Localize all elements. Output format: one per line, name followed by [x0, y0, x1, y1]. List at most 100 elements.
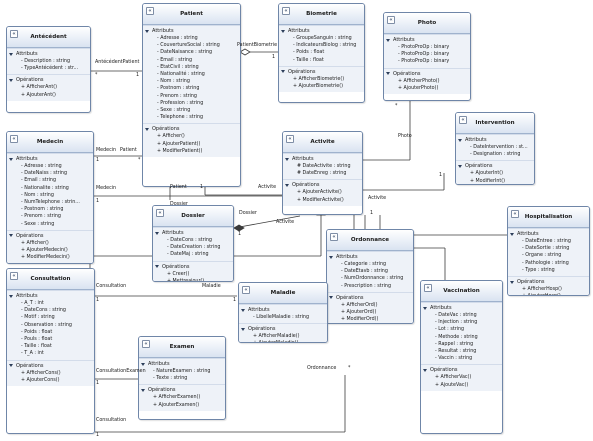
- attributes-label: Attributs: [517, 231, 539, 237]
- attribute-item: - Observation : string: [21, 322, 72, 328]
- operations-header[interactable]: Opérations: [327, 294, 413, 302]
- operations-header[interactable]: Opérations: [283, 181, 362, 189]
- operations-header[interactable]: Opérations: [139, 386, 225, 394]
- operations-header[interactable]: Opérations: [421, 366, 502, 374]
- attribute-item: - DateNaiss : string: [21, 171, 68, 177]
- mult-medecin: 1: [96, 158, 100, 163]
- collapse-icon[interactable]: «: [10, 30, 18, 38]
- collapse-icon[interactable]: «: [242, 286, 250, 294]
- collapse-icon[interactable]: «: [387, 16, 395, 24]
- attributes-label: Attributs: [336, 254, 358, 260]
- attribute-item: - Rappel : string: [435, 341, 474, 347]
- attribute-item: - Profession : string: [157, 100, 204, 106]
- collapse-icon[interactable]: «: [10, 272, 18, 280]
- operations-header[interactable]: Opérations: [239, 325, 327, 333]
- operations-section: Opérations+ AfficherCons()+ AjouterCons(…: [7, 359, 94, 387]
- operations-label: Opérations: [162, 263, 190, 270]
- attributes-section: Attributs- Description : string- TypeAnt…: [7, 48, 90, 75]
- operation-item: + AjouterCons(): [21, 377, 60, 383]
- operations-header[interactable]: Opérations: [7, 362, 94, 370]
- attribute-item: - DateSortie : string: [522, 246, 570, 252]
- attributes-header[interactable]: Attributs: [7, 292, 94, 300]
- collapse-icon[interactable]: «: [142, 340, 150, 348]
- operation-item: + AjouterHosp(): [508, 293, 589, 295]
- collapse-icon[interactable]: «: [330, 233, 338, 241]
- role-patient-dossier: Patient: [170, 185, 187, 190]
- attribute-item: - Nom : string: [21, 192, 54, 198]
- attributes-header[interactable]: Attributs: [456, 136, 534, 144]
- expand-triangle-icon: [141, 388, 145, 392]
- attributes-section: Attributs- DateEntree : string- DateSort…: [508, 228, 589, 277]
- operation-item: + AfficherHosp(): [522, 287, 562, 293]
- class-name: Vaccination: [443, 288, 480, 294]
- operation-item: + Creer(): [167, 271, 190, 277]
- expand-triangle-icon: [285, 157, 289, 161]
- operations-header[interactable]: Opérations: [143, 125, 240, 133]
- operations-header[interactable]: Opérations: [153, 263, 233, 271]
- attributes-header[interactable]: Attributs: [279, 27, 364, 35]
- operations-header[interactable]: Opérations: [7, 232, 93, 240]
- operations-header[interactable]: Opérations: [279, 68, 364, 76]
- expand-triangle-icon: [145, 127, 149, 131]
- expand-triangle-icon: [145, 29, 149, 33]
- attributes-header[interactable]: Attributs: [283, 155, 362, 163]
- collapse-icon[interactable]: «: [459, 116, 467, 124]
- collapse-icon[interactable]: «: [424, 284, 432, 292]
- class-name: Medecin: [36, 139, 64, 145]
- attributes-header[interactable]: Attributs: [239, 306, 327, 314]
- attributes-header[interactable]: Attributs: [7, 155, 93, 163]
- attribute-item: - Designation : string: [470, 152, 521, 158]
- attribute-item: - Adresse : string: [21, 164, 62, 169]
- attribute-item: - Resultat : string: [435, 349, 477, 355]
- role-activite-b: Activite: [276, 220, 295, 225]
- attribute-item: - Prenom : string: [21, 214, 61, 220]
- operations-label: Opérations: [16, 77, 44, 84]
- collapse-icon[interactable]: «: [286, 135, 294, 143]
- attributes-header[interactable]: Attributs: [508, 230, 589, 238]
- attribute-item: - Email : string: [21, 178, 56, 184]
- operation-item: + AjouterBiometrie(): [293, 84, 343, 90]
- attribute-item: - PhotoProOp : binary: [398, 59, 450, 65]
- collapse-icon[interactable]: «: [156, 209, 164, 217]
- attribute-item: - CouvertureSocial : string: [157, 43, 220, 49]
- attributes-header[interactable]: Attributs: [7, 50, 90, 58]
- attribute-item: - Methode : string: [435, 334, 478, 340]
- collapse-icon[interactable]: «: [511, 210, 519, 218]
- operations-header[interactable]: Opérations: [508, 278, 589, 286]
- operations-header[interactable]: Opérations: [456, 162, 534, 170]
- attribute-item: - Poids : float: [293, 50, 325, 56]
- attributes-header[interactable]: Attributs: [384, 36, 470, 44]
- class-name: Photo: [417, 20, 437, 26]
- operations-label: Opérations: [152, 126, 180, 133]
- attributes-section: Attributs- GroupeSanguin : string- Indic…: [279, 25, 364, 66]
- operation-item: + AjouterAnt(): [21, 92, 56, 98]
- attributes-header[interactable]: Attributs: [153, 229, 233, 237]
- class-name: Biometrie: [306, 11, 337, 17]
- operations-header[interactable]: Opérations: [384, 70, 470, 78]
- collapse-icon[interactable]: «: [10, 135, 18, 143]
- operation-item: + AfficherAnt(): [21, 85, 58, 91]
- collapse-icon[interactable]: «: [282, 7, 290, 15]
- operations-label: Opérations: [430, 367, 458, 374]
- attributes-label: Attributs: [393, 37, 415, 43]
- attributes-header[interactable]: Attributs: [143, 27, 240, 35]
- operations-header[interactable]: Opérations: [7, 76, 90, 84]
- collapse-icon[interactable]: «: [146, 7, 154, 15]
- attributes-header[interactable]: Attributs: [327, 253, 413, 261]
- attributes-header[interactable]: Attributs: [421, 304, 502, 312]
- attributes-header[interactable]: Attributs: [139, 360, 225, 368]
